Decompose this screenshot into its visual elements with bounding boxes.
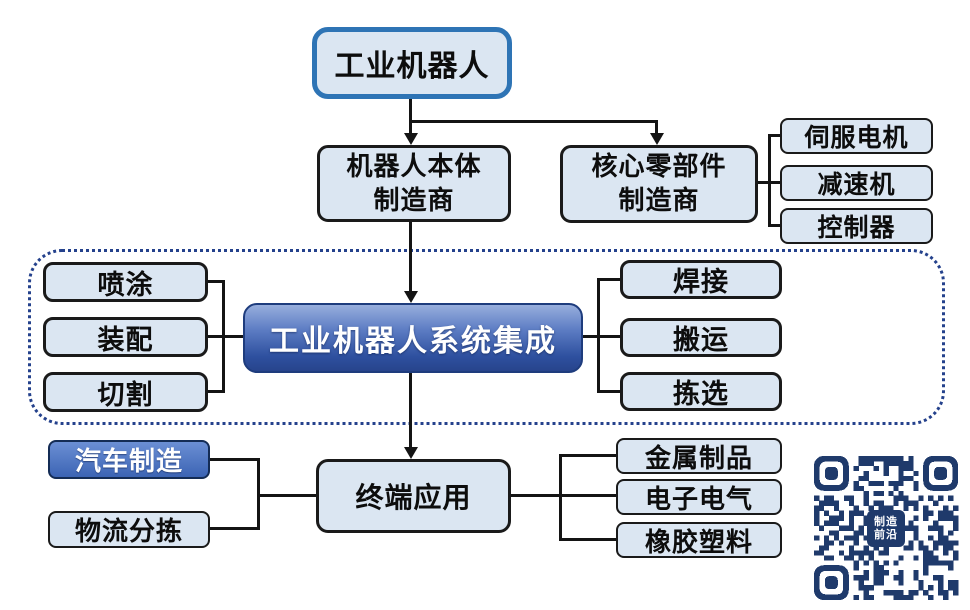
- node-industrial-robot: 工业机器人: [312, 27, 512, 99]
- node-assembly: 装配: [43, 317, 208, 357]
- connector-line: [768, 224, 782, 227]
- system-integration-dotted-region: [28, 249, 945, 425]
- node-controller: 控制器: [780, 208, 933, 244]
- node-servo-motor: 伺服电机: [780, 118, 933, 154]
- connector-line: [559, 538, 618, 541]
- arrow-down-icon: [404, 291, 418, 303]
- node-metal-products: 金属制品: [616, 438, 782, 474]
- node-label: 焊接: [673, 267, 729, 297]
- node-robot-body-manufacturer: 机器人本体 制造商: [317, 145, 511, 222]
- connector-line: [222, 280, 225, 393]
- node-label: 切割: [97, 379, 154, 410]
- node-electronics-electrical: 电子电气: [616, 479, 782, 515]
- node-label: 金属制品: [644, 442, 753, 473]
- node-label: 工业机器人: [334, 50, 490, 83]
- connector-line: [208, 280, 225, 283]
- qr-code: 制造 前沿: [812, 456, 960, 600]
- node-rubber-plastics: 橡胶塑料: [616, 522, 782, 558]
- arrow-down-icon: [404, 133, 418, 145]
- node-label: 核心零部件 制造商: [591, 151, 727, 215]
- qr-center-logo: 制造 前沿: [867, 510, 905, 547]
- connector-line: [208, 335, 245, 338]
- node-label: 工业机器人系统集成: [269, 325, 557, 358]
- connector-line: [597, 278, 600, 392]
- node-label: 装配: [97, 324, 154, 355]
- connector-line: [409, 222, 412, 292]
- arrow-down-icon: [650, 133, 664, 145]
- connector-line: [597, 390, 622, 393]
- node-label: 机器人本体 制造商: [346, 150, 482, 215]
- connector-line: [655, 120, 658, 134]
- connector-line: [409, 373, 412, 448]
- connector-line: [409, 99, 412, 134]
- arrow-down-icon: [404, 447, 418, 459]
- node-label: 电子电气: [644, 483, 753, 514]
- connector-line: [257, 494, 318, 497]
- node-label: 减速机: [817, 171, 896, 199]
- node-system-integration: 工业机器人系统集成: [243, 303, 583, 373]
- node-reducer: 减速机: [780, 165, 933, 201]
- node-welding: 焊接: [620, 260, 782, 299]
- connector-line: [210, 527, 260, 530]
- node-label: 控制器: [817, 214, 896, 242]
- connector-line: [409, 120, 658, 123]
- node-spraying: 喷涂: [43, 262, 208, 302]
- node-logistics-sorting: 物流分拣: [48, 511, 210, 548]
- node-auto-manufacturing: 汽车制造: [48, 440, 210, 479]
- connector-line: [559, 454, 562, 541]
- node-label: 汽车制造: [74, 446, 183, 476]
- node-picking: 拣选: [620, 372, 782, 411]
- connector-line: [768, 134, 771, 227]
- node-label: 搬运: [673, 325, 729, 355]
- connector-line: [597, 278, 622, 281]
- connector-line: [208, 390, 225, 393]
- node-label: 终端应用: [355, 482, 472, 513]
- connector-line: [583, 335, 622, 338]
- connector-line: [768, 134, 782, 137]
- connector-line: [509, 494, 618, 497]
- node-label: 喷涂: [97, 269, 154, 300]
- node-label: 物流分拣: [74, 516, 183, 546]
- node-label: 拣选: [673, 379, 729, 409]
- node-label: 伺服电机: [804, 124, 909, 152]
- connector-line: [210, 458, 260, 461]
- connector-line: [756, 181, 771, 184]
- node-core-components-manufacturer: 核心零部件 制造商: [560, 145, 758, 223]
- qr-pattern: [814, 456, 959, 600]
- connector-line: [559, 454, 618, 457]
- node-label: 橡胶塑料: [644, 526, 753, 557]
- node-cutting: 切割: [43, 372, 208, 412]
- connector-line: [768, 181, 782, 184]
- node-handling: 搬运: [620, 318, 782, 357]
- node-terminal-application: 终端应用: [316, 459, 511, 533]
